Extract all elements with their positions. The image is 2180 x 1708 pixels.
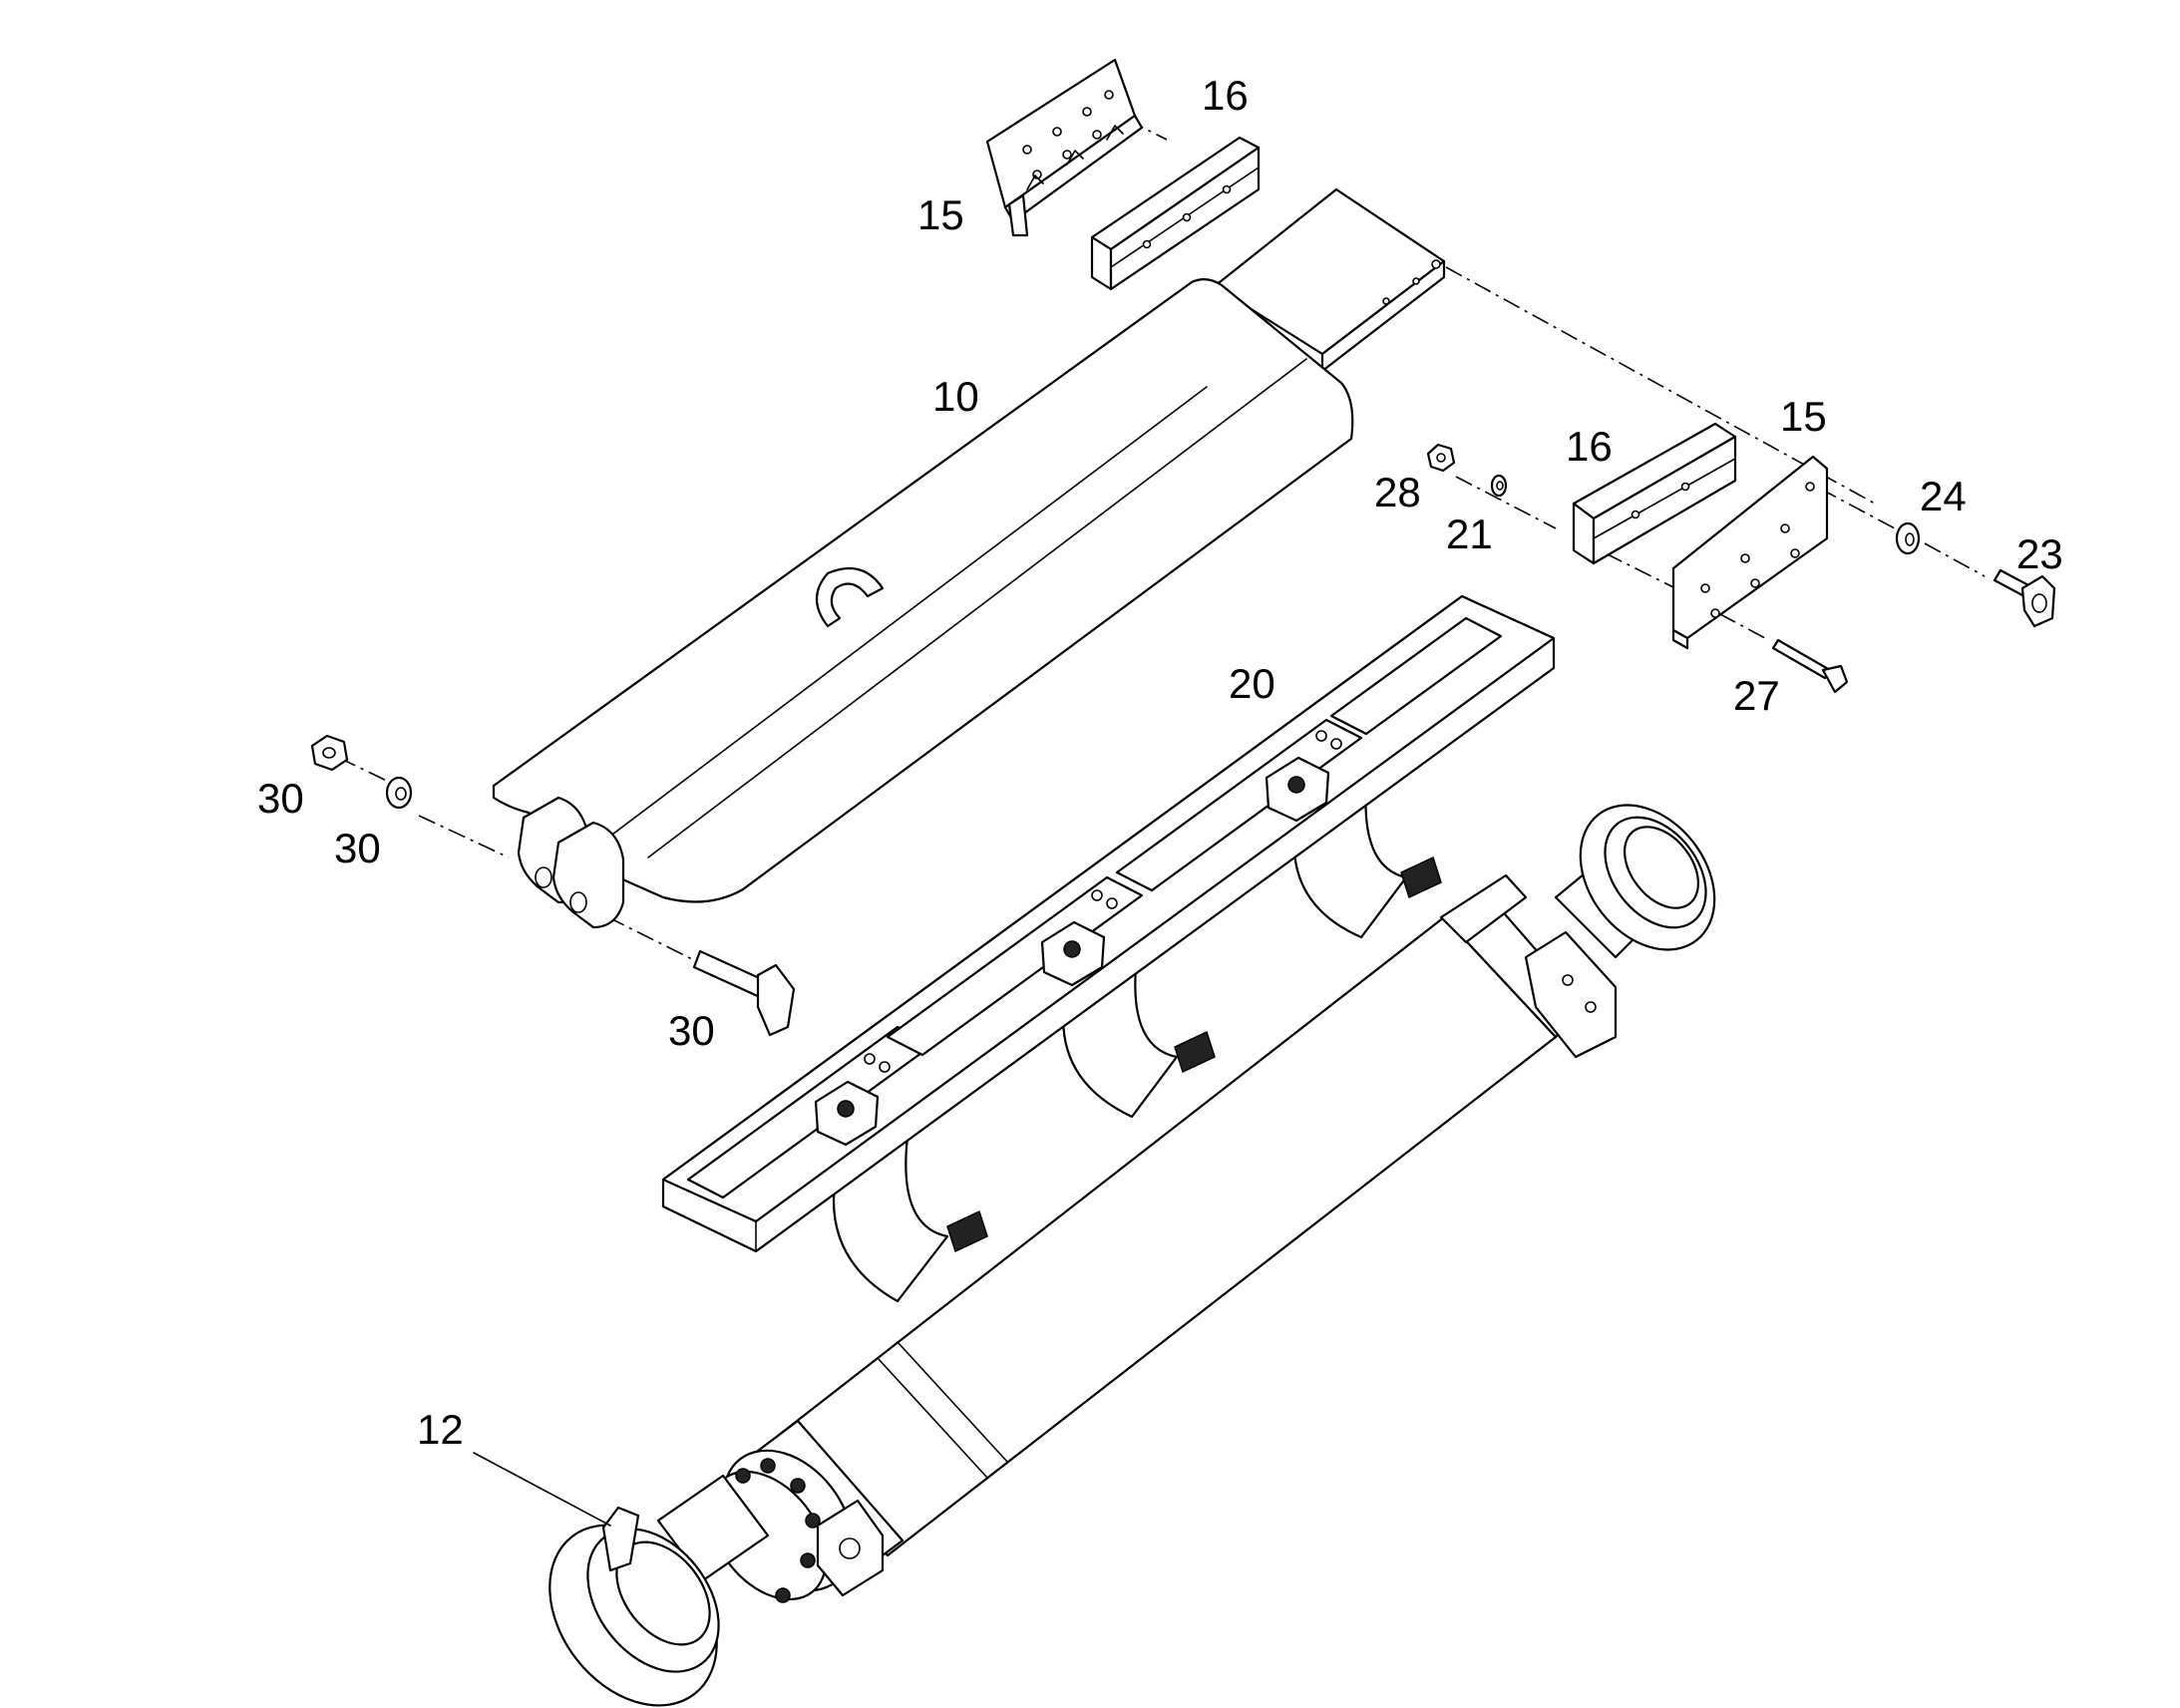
- bolt-30: [692, 949, 796, 1037]
- callout-10: 10: [932, 373, 979, 420]
- washer-24: [1895, 521, 1921, 555]
- callout-30-washer: 30: [334, 825, 381, 871]
- clamp-bolt-blocks: [946, 855, 1442, 1253]
- callout-20: 20: [1229, 660, 1275, 707]
- screw-23: [1993, 568, 2056, 628]
- callout-28: 28: [1374, 469, 1421, 515]
- nut-30: [310, 734, 349, 772]
- callout-labels: 15 16 10 16 15 28 21 24 23 27 20 30 30 3…: [257, 72, 2063, 1453]
- bracket-plate-lower: [1671, 455, 1829, 650]
- callout-15-lower: 15: [1780, 393, 1827, 440]
- callout-30-nut: 30: [257, 775, 304, 822]
- slide-bar-lower: [1572, 422, 1737, 565]
- cylinder-cover: [492, 187, 1446, 929]
- callout-23: 23: [2016, 530, 2063, 577]
- leader-12: [473, 1452, 611, 1527]
- callout-15-upper: 15: [917, 191, 964, 238]
- clamp-frame: [661, 594, 1556, 1303]
- bracket-plate-upper: [985, 58, 1144, 237]
- callout-21: 21: [1446, 511, 1493, 557]
- callout-16-upper: 16: [1202, 72, 1249, 119]
- callout-12: 12: [417, 1406, 464, 1453]
- callout-27: 27: [1733, 672, 1780, 719]
- washer-21: [1490, 474, 1508, 498]
- washer-30: [385, 776, 413, 810]
- nut-28: [1426, 443, 1456, 473]
- slide-bar-upper: [1090, 136, 1261, 291]
- callout-16-lower: 16: [1566, 423, 1613, 470]
- bolt-27: [1771, 638, 1849, 694]
- callout-30-bolt: 30: [668, 1007, 715, 1054]
- callout-24: 24: [1920, 473, 1967, 519]
- hydraulic-cylinder: [548, 804, 1716, 1707]
